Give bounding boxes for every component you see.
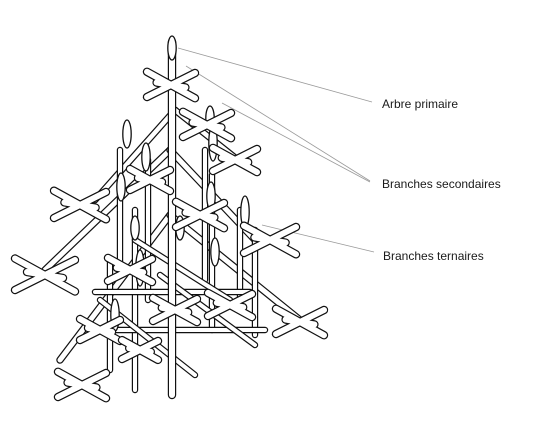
tip-rosette-3 [208, 143, 262, 177]
tip-rosette-8-arm-core [113, 264, 147, 276]
tip-rosette-2 [178, 107, 236, 143]
tip-rosette-10-arm-core [213, 299, 247, 311]
leader-secondary-a [185, 65, 371, 182]
leader-secondary-b [221, 102, 371, 183]
secondary-branch-right-low [166, 211, 304, 324]
leader-primary [177, 47, 373, 103]
secondary-branch-right-low-core [167, 212, 303, 323]
tip-rosette-14 [53, 367, 111, 403]
tip-rosette-15-arm-core [126, 345, 154, 355]
tip-rosette-1-arm-core [153, 79, 189, 91]
branch-tip-spindle-4 [141, 142, 151, 172]
tip-rosette-6 [171, 197, 229, 233]
tip-rosette-11 [271, 304, 329, 340]
tip-rosette-7-arm-core [24, 269, 66, 281]
branch-tip-spindle-5 [116, 172, 126, 202]
label-ternary-branches: Branches ternaires [383, 249, 484, 263]
lattice-bar-5 [131, 236, 234, 304]
dendrite-tree [10, 35, 329, 403]
tip-rosette-5 [125, 164, 175, 196]
tip-rosette-14-arm-core [64, 379, 100, 391]
lattice-bar-5-core [133, 238, 232, 302]
tip-rosette-12-arm-core [85, 325, 115, 335]
tip-rosette-12 [75, 314, 125, 346]
tip-rosette-5-arm-core [135, 175, 165, 185]
tip-rosette-7 [10, 254, 80, 296]
leader-lines [177, 47, 375, 253]
tip-rosette-9 [239, 221, 301, 259]
secondary-branch-upper-left-core [92, 107, 178, 203]
branch-tip-spindle-8 [130, 215, 140, 241]
trunk-tip-spindle [167, 35, 177, 61]
tip-rosette-4-arm-core [61, 199, 99, 211]
tip-rosette-3-arm-core [218, 154, 252, 166]
leader-ternary [261, 224, 375, 253]
tip-rosette-13 [148, 293, 202, 327]
tip-rosette-9-arm-core [251, 234, 289, 246]
secondary-branch-left-low-core [57, 212, 173, 363]
tip-rosette-6-arm-core [182, 209, 218, 221]
branch-tip-spindle-1 [122, 119, 132, 149]
tip-rosette-8 [103, 253, 157, 287]
tip-rosette-15 [117, 335, 163, 365]
tip-rosette-13-arm-core [158, 304, 192, 316]
label-primary-trunk: Arbre primaire [382, 97, 459, 111]
tip-rosette-2-arm-core [189, 119, 225, 131]
tip-rosette-10 [203, 288, 257, 322]
tip-rosette-11-arm-core [282, 316, 318, 328]
tip-rosette-1 [142, 67, 200, 103]
secondary-branch-left-low [56, 211, 174, 364]
label-secondary-branches: Branches secondaires [382, 177, 501, 191]
secondary-branch-upper-left [91, 106, 179, 204]
tip-rosette-4 [49, 186, 111, 224]
branch-tip-spindle-10 [210, 237, 220, 267]
